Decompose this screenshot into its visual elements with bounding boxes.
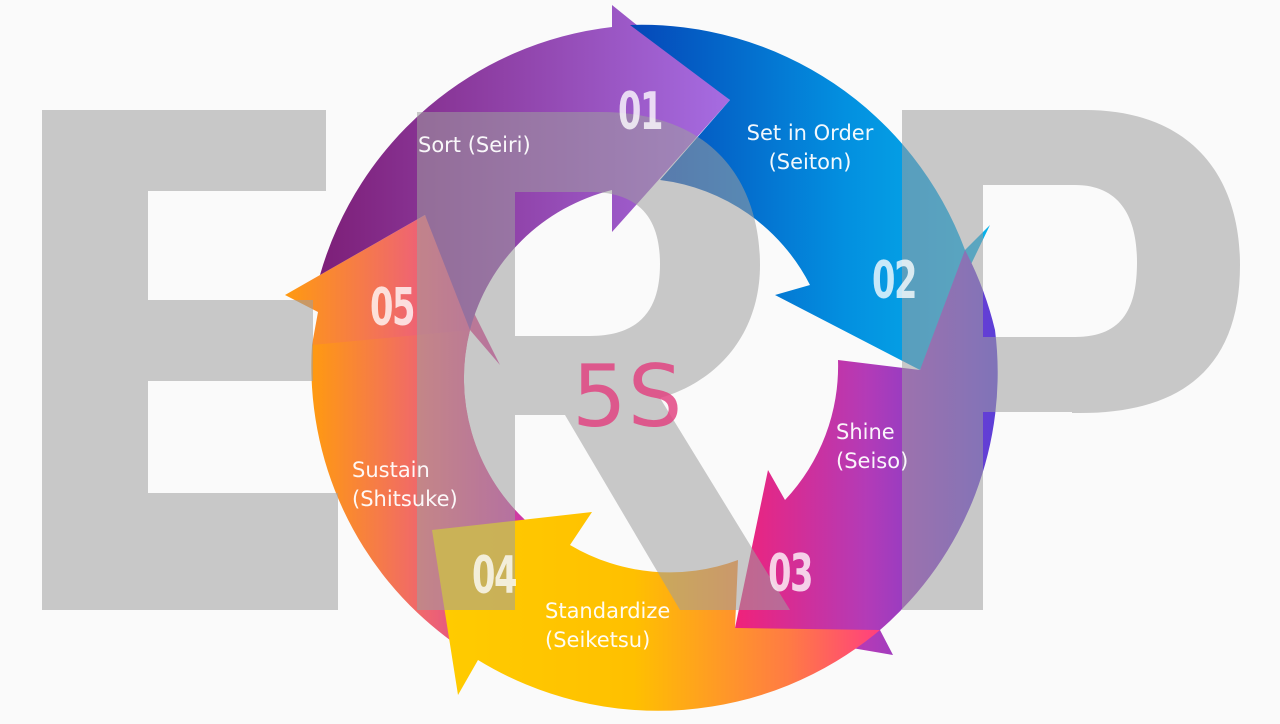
step-label-05-line2: (Shitsuke) bbox=[352, 487, 458, 511]
step-label-04-line2: (Seiketsu) bbox=[545, 628, 651, 652]
arrow-segment-02 bbox=[630, 24, 990, 370]
step-label-05-line1: Sustain bbox=[352, 458, 430, 482]
step-label-04-line1: Standardize bbox=[545, 599, 671, 623]
step-label-01: Sort (Seiri) bbox=[418, 131, 531, 160]
step-label-04: Standardize (Seiketsu) bbox=[545, 597, 670, 655]
step-label-02-line1: Set in Order bbox=[746, 121, 874, 145]
letter-r bbox=[417, 112, 790, 610]
letter-p bbox=[902, 110, 1240, 610]
center-title: 5S bbox=[572, 347, 684, 447]
step-number-01: 01 bbox=[618, 82, 663, 142]
step-label-05: Sustain (Shitsuke) bbox=[352, 456, 458, 514]
step-number-02: 02 bbox=[872, 251, 917, 311]
step-number-04: 04 bbox=[472, 546, 517, 606]
step-label-03-line1: Shine bbox=[836, 420, 895, 444]
step-label-03-line2: (Seiso) bbox=[836, 449, 909, 473]
step-label-02: Set in Order (Seiton) bbox=[724, 119, 896, 177]
step-label-02-line2: (Seiton) bbox=[768, 150, 852, 174]
arrow-segment-04 bbox=[432, 512, 880, 711]
step-label-01-line1: Sort (Seiri) bbox=[418, 133, 531, 157]
letter-e bbox=[42, 110, 338, 610]
erp-background-letters bbox=[42, 110, 1240, 610]
step-number-05: 05 bbox=[370, 278, 415, 338]
step-label-03: Shine (Seiso) bbox=[836, 418, 908, 476]
step-number-03: 03 bbox=[768, 544, 813, 604]
